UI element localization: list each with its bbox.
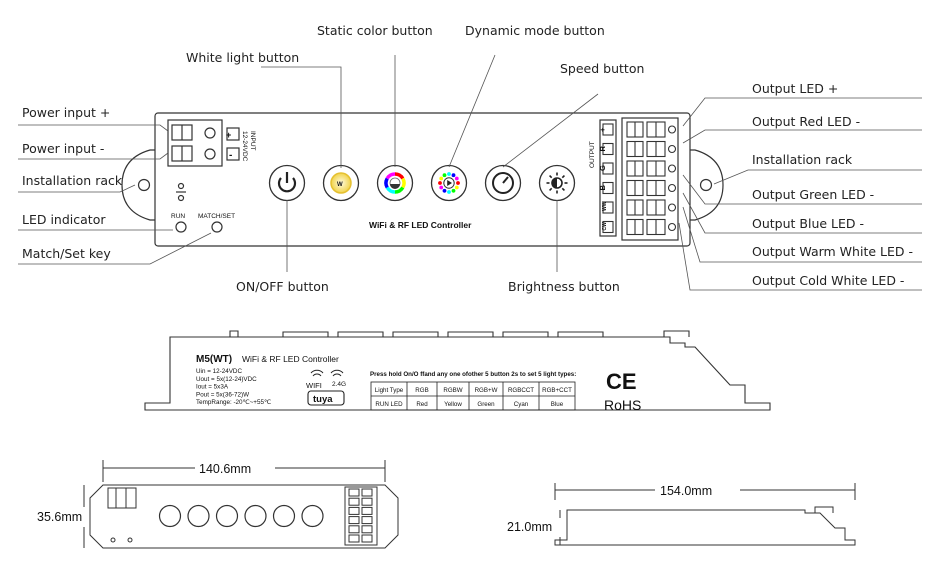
table-cell: Green	[477, 401, 495, 408]
wifi-label: WIFI	[306, 381, 322, 390]
input-label: INPUT	[249, 131, 256, 151]
label-white-light-button: White light button	[186, 50, 299, 65]
output-terminal-slots	[602, 121, 677, 236]
top-dimension-view	[83, 460, 399, 549]
output-term-label: +	[598, 127, 607, 132]
table-cell: RGBCCT	[508, 387, 534, 394]
label-match-set-key: Match/Set key	[22, 246, 111, 261]
label-dynamic-mode-button: Dynamic mode button	[465, 23, 605, 38]
label-installation-rack-right: Installation rack	[752, 152, 853, 167]
dynamic-mode-button[interactable]	[430, 164, 468, 202]
match-set-key[interactable]	[211, 221, 223, 233]
ghz-label: 2.4G	[332, 381, 346, 388]
spec-line: Iout = 5x3A	[196, 384, 229, 391]
table-cell: RGB+CCT	[542, 387, 572, 394]
label-power-input-minus: Power input -	[22, 141, 104, 156]
label-brightness-button: Brightness button	[508, 279, 620, 294]
tuya-text: tuya	[313, 394, 333, 405]
table-cell: RGB+W	[475, 387, 498, 394]
speed-button[interactable]	[484, 164, 522, 202]
right-rack-hole	[699, 178, 713, 192]
dim-height: 21.0mm	[507, 520, 552, 534]
instruction-text: Press hold On/O ffand any one ofother 5 …	[370, 371, 576, 378]
callout-lines	[18, 54, 922, 291]
front-title: WiFi & RF LED Controller	[369, 220, 472, 230]
output-term-label: R	[598, 146, 607, 152]
input-voltage-label: 12-24VDC	[241, 131, 248, 162]
side-housing	[144, 336, 771, 411]
side-dimension-view	[554, 483, 856, 546]
side-view	[144, 330, 771, 411]
label-static-color-button: Static color button	[317, 23, 433, 38]
label-output-green: Output Green LED -	[752, 187, 874, 202]
wifi-icon	[310, 369, 344, 377]
tuya-logo	[307, 390, 345, 406]
output-terminal	[621, 117, 679, 241]
input-plus-label: +	[226, 130, 231, 140]
spec-line: Uout = 5x(12-24)VDC	[196, 376, 257, 383]
spec-line: Pout = 5x(36-72)W	[196, 391, 249, 398]
label-installation-rack-left: Installation rack	[22, 173, 123, 188]
label-output-cold-white: Output Cold White LED -	[752, 273, 904, 288]
side-subtitle: WiFi & RF LED Controller	[242, 354, 339, 364]
left-install-rack	[121, 149, 155, 221]
dim-total-length: 154.0mm	[660, 484, 712, 498]
white-w-glyph: W	[337, 182, 343, 188]
controller-body	[154, 112, 691, 247]
label-power-input-plus: Power input +	[22, 105, 110, 120]
on-off-button[interactable]	[268, 164, 306, 202]
table-cell: Light Type	[375, 387, 404, 394]
run-label: RUN	[171, 213, 185, 220]
top-outline	[89, 484, 399, 549]
dotted-color-ring-icon	[438, 172, 460, 194]
spec-line: Uin = 12-24VDC	[196, 368, 242, 375]
dim-length: 140.6mm	[199, 462, 251, 476]
table-cell: RGBW	[443, 387, 462, 394]
right-install-rack	[690, 149, 724, 221]
label-output-red: Output Red LED -	[752, 114, 860, 129]
label-led-indicator: LED indicator	[22, 212, 106, 227]
output-term-label: G	[598, 165, 607, 171]
label-speed-button: Speed button	[560, 61, 644, 76]
play-icon	[447, 180, 452, 186]
output-term-label: CW	[602, 222, 608, 231]
left-rack-hole	[137, 178, 151, 192]
output-terminal-labels: + R G B WW CW	[598, 127, 608, 231]
label-output-warm-white: Output Warm White LED -	[752, 244, 913, 259]
table-cell: Yellow	[444, 401, 462, 408]
gauge-icon	[492, 172, 514, 194]
static-color-button[interactable]	[376, 164, 414, 202]
white-light-button[interactable]	[322, 164, 360, 202]
input-minus-label: -	[229, 150, 232, 161]
label-output-led-plus: Output LED +	[752, 81, 838, 96]
label-output-blue: Output Blue LED -	[752, 216, 864, 231]
run-led	[175, 221, 187, 233]
output-term-label: WW	[602, 201, 608, 211]
output-label: OUTPUT	[589, 141, 596, 168]
rohs-mark: RoHS	[604, 397, 641, 413]
table-cell: RGB	[415, 387, 428, 394]
label-on-off-button: ON/OFF button	[236, 279, 329, 294]
front-view	[121, 112, 724, 247]
dim-width: 35.6mm	[37, 510, 82, 524]
match-set-label: MATCH/SET	[198, 213, 235, 220]
input-terminal	[167, 119, 223, 167]
table-cell: RUN LED	[375, 401, 403, 408]
ce-mark: CE	[606, 369, 637, 394]
table-cell: Red	[416, 401, 428, 408]
color-ring-icon	[384, 172, 406, 194]
output-term-label: B	[598, 185, 607, 191]
power-icon	[277, 177, 297, 193]
table-cell: Cyan	[514, 401, 529, 408]
side-model: M5(WT)	[196, 354, 232, 365]
brightness-button[interactable]	[538, 164, 576, 202]
table-cell: Blue	[551, 401, 564, 408]
spec-line: TempRange: -20℃~+55℃	[196, 399, 271, 406]
callout-labels: White light button Static color button D…	[22, 23, 913, 294]
